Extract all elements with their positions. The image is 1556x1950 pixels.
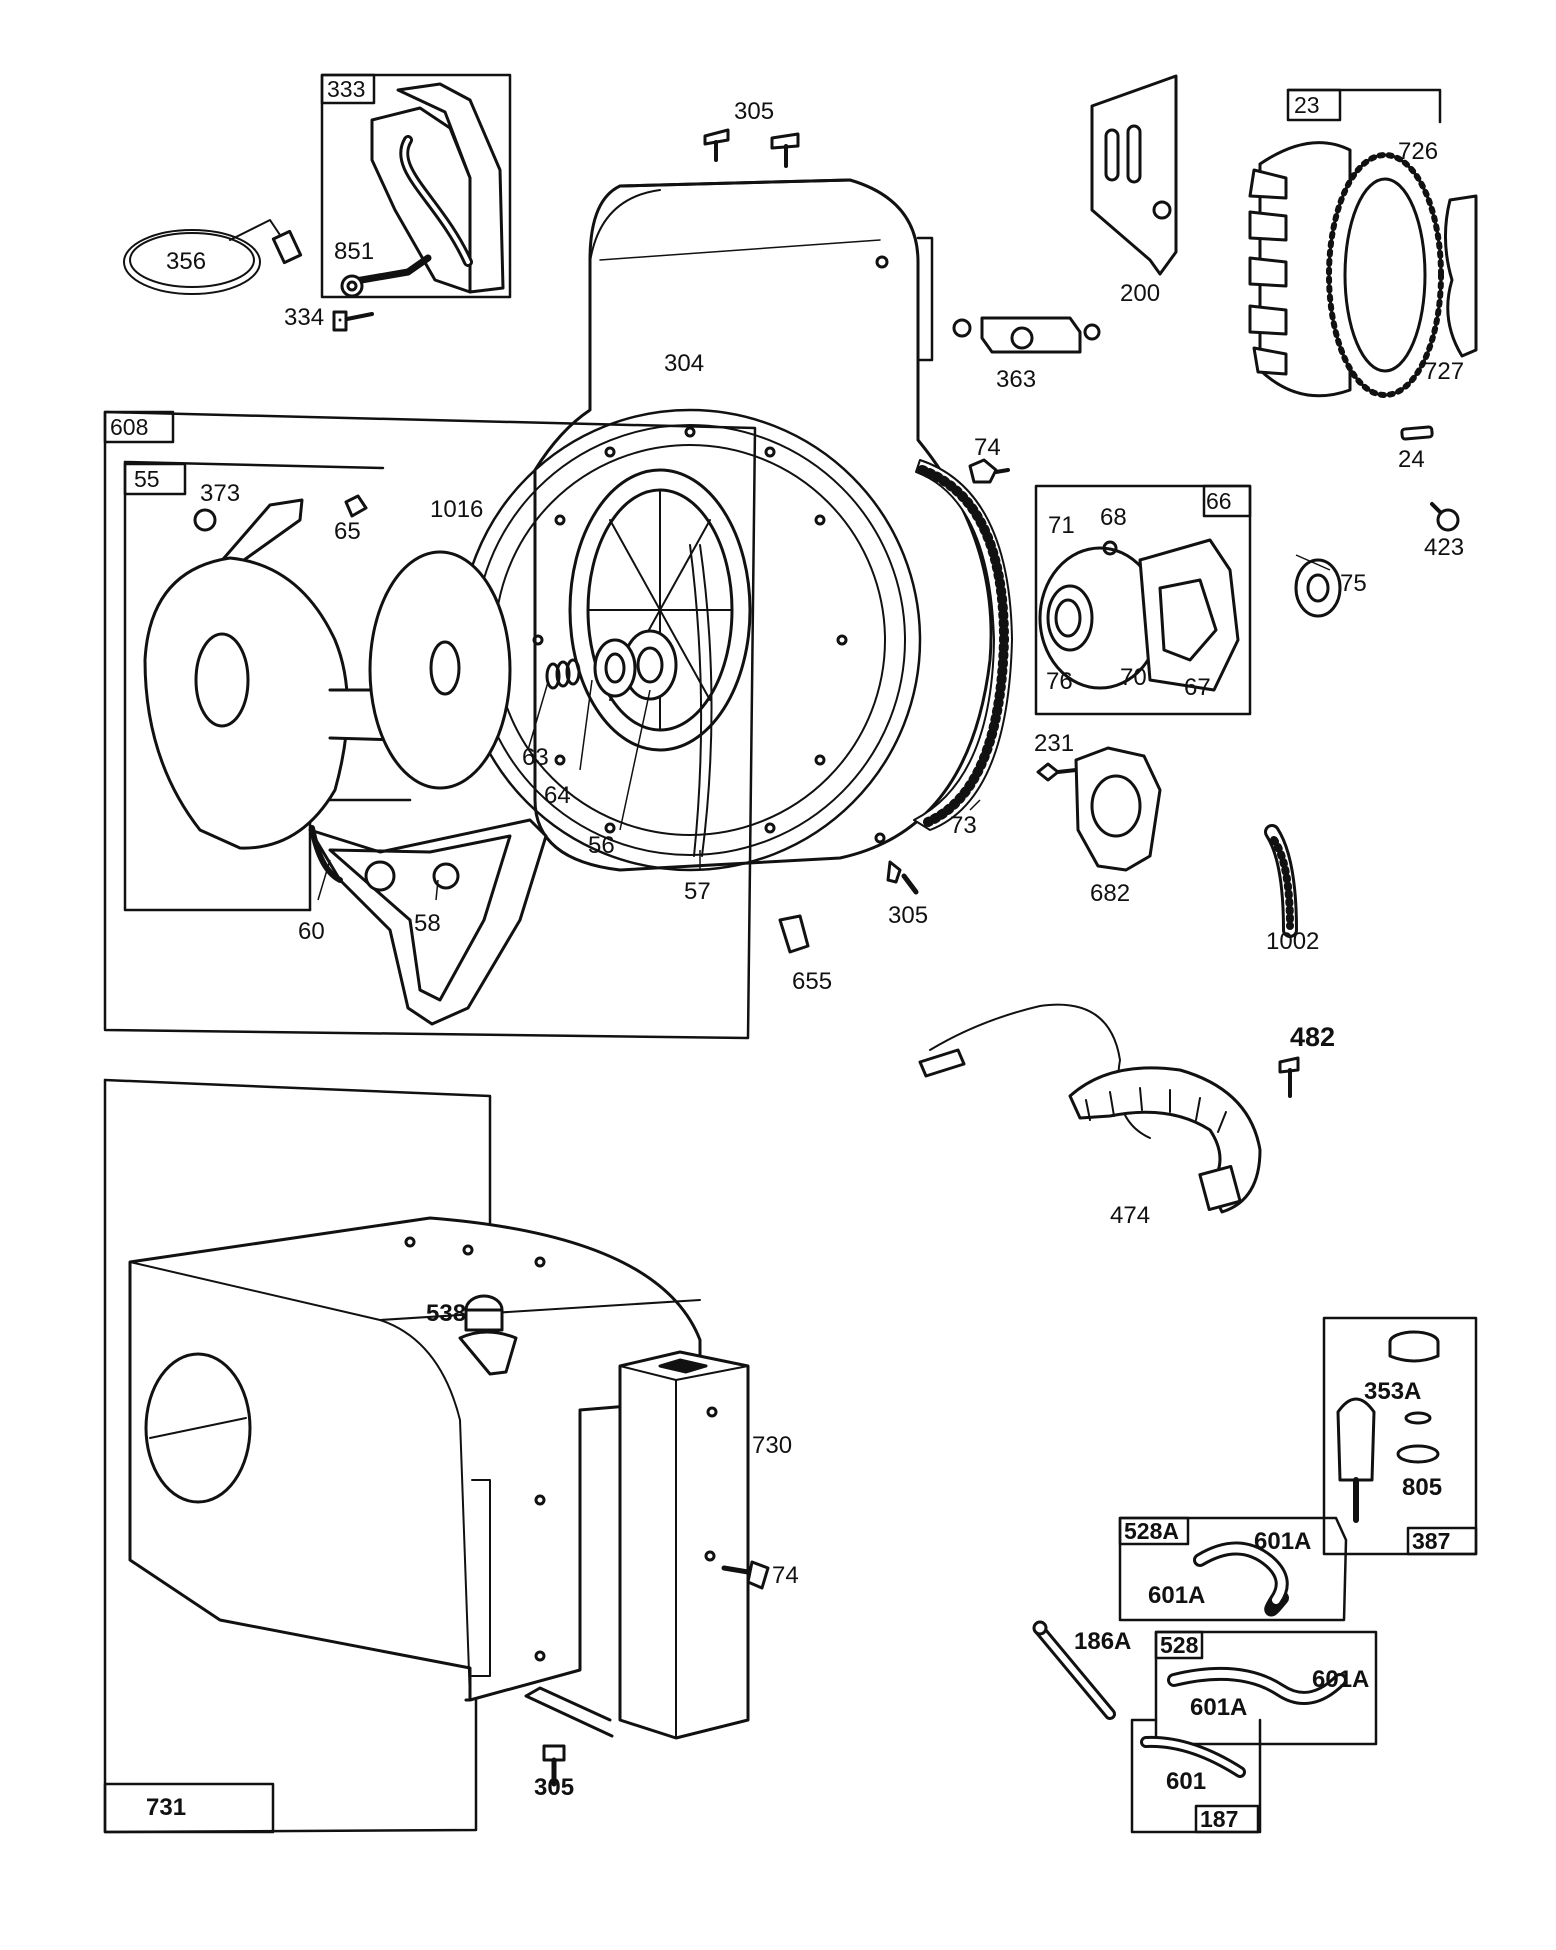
- label-71: 71: [1048, 512, 1075, 539]
- label-608: 608: [110, 414, 149, 440]
- label-363: 363: [996, 366, 1037, 393]
- screws-305-top: [703, 128, 800, 168]
- label-373: 373: [200, 480, 241, 507]
- label-231: 231: [1034, 730, 1075, 757]
- label-601A-c: 601A: [1190, 1694, 1248, 1721]
- label-387: 387: [1412, 1528, 1451, 1554]
- box-731: [103, 1078, 770, 1834]
- label-851: 851: [334, 238, 375, 265]
- label-305-bottom: 305: [534, 1774, 575, 1801]
- label-58: 58: [414, 910, 441, 937]
- label-66: 66: [1206, 488, 1232, 514]
- label-200: 200: [1120, 280, 1161, 307]
- label-731: 731: [146, 1794, 187, 1821]
- label-730: 730: [752, 1432, 793, 1459]
- label-1016: 1016: [430, 496, 484, 523]
- leader-lines: [317, 554, 1331, 901]
- label-423: 423: [1424, 534, 1465, 561]
- label-67: 67: [1184, 674, 1211, 701]
- label-601A-b: 601A: [1148, 1582, 1206, 1609]
- label-74-top: 74: [974, 434, 1001, 461]
- label-538: 538: [426, 1300, 467, 1327]
- key-24: [1400, 425, 1434, 441]
- label-528A: 528A: [1124, 1518, 1179, 1544]
- screw-231: [1036, 762, 1078, 782]
- label-24: 24: [1398, 446, 1425, 473]
- label-23: 23: [1294, 92, 1320, 118]
- label-68: 68: [1100, 504, 1127, 531]
- label-75: 75: [1340, 570, 1367, 597]
- part-186A: [1032, 1620, 1116, 1720]
- label-726: 726: [1398, 138, 1439, 165]
- terminal-block-363: [952, 316, 1101, 354]
- label-65: 65: [334, 518, 361, 545]
- washer-75: [1294, 558, 1342, 618]
- label-187: 187: [1200, 1806, 1239, 1832]
- label-57: 57: [684, 878, 711, 905]
- label-305-top: 305: [734, 98, 775, 125]
- label-63: 63: [522, 744, 549, 771]
- screw-482: [1278, 1056, 1300, 1098]
- label-655: 655: [792, 968, 833, 995]
- label-601: 601: [1166, 1768, 1207, 1795]
- label-356: 356: [166, 248, 207, 275]
- screw-423: [1430, 502, 1460, 532]
- label-805: 805: [1402, 1474, 1443, 1501]
- label-334: 334: [284, 304, 325, 331]
- box-528A: [1118, 1516, 1348, 1622]
- box-608: [103, 410, 757, 1040]
- alternator-474: [918, 1003, 1262, 1214]
- label-74-bottom: 74: [772, 1562, 799, 1589]
- screw-74-top: [968, 458, 1010, 484]
- label-73: 73: [950, 812, 977, 839]
- label-353A: 353A: [1364, 1378, 1422, 1405]
- box-55: [123, 318, 512, 912]
- label-56: 56: [588, 832, 615, 859]
- label-304: 304: [664, 350, 705, 377]
- box-66: [1034, 484, 1252, 716]
- hose-1002: [1264, 824, 1298, 938]
- label-1002: 1002: [1266, 928, 1320, 955]
- box-387: [1322, 1316, 1478, 1556]
- label-64: 64: [544, 782, 571, 809]
- label-601A-d: 601A: [1312, 1666, 1370, 1693]
- shield-200: [1090, 74, 1178, 276]
- label-305-mid: 305: [888, 902, 929, 929]
- screw-305-mid: [886, 860, 919, 895]
- box-528: [1154, 1630, 1378, 1746]
- label-474: 474: [1110, 1202, 1151, 1229]
- label-70: 70: [1120, 664, 1147, 691]
- rope-handle-60: [308, 818, 548, 1026]
- label-601A-a: 601A: [1254, 1528, 1312, 1555]
- label-482: 482: [1290, 1022, 1336, 1052]
- label-186A: 186A: [1074, 1628, 1132, 1655]
- label-528: 528: [1160, 1632, 1199, 1658]
- label-727: 727: [1424, 358, 1465, 385]
- box-23: [1248, 88, 1478, 398]
- label-60: 60: [298, 918, 325, 945]
- label-682: 682: [1090, 880, 1131, 907]
- box-187: [1130, 1718, 1262, 1834]
- label-55: 55: [134, 466, 160, 492]
- clip-655: [778, 914, 810, 954]
- spring-63: [545, 658, 581, 690]
- plate-682: [1074, 746, 1162, 872]
- wire-loop-356: [123, 219, 303, 295]
- label-76: 76: [1046, 668, 1073, 695]
- label-333: 333: [327, 76, 366, 102]
- box-333: [320, 73, 512, 299]
